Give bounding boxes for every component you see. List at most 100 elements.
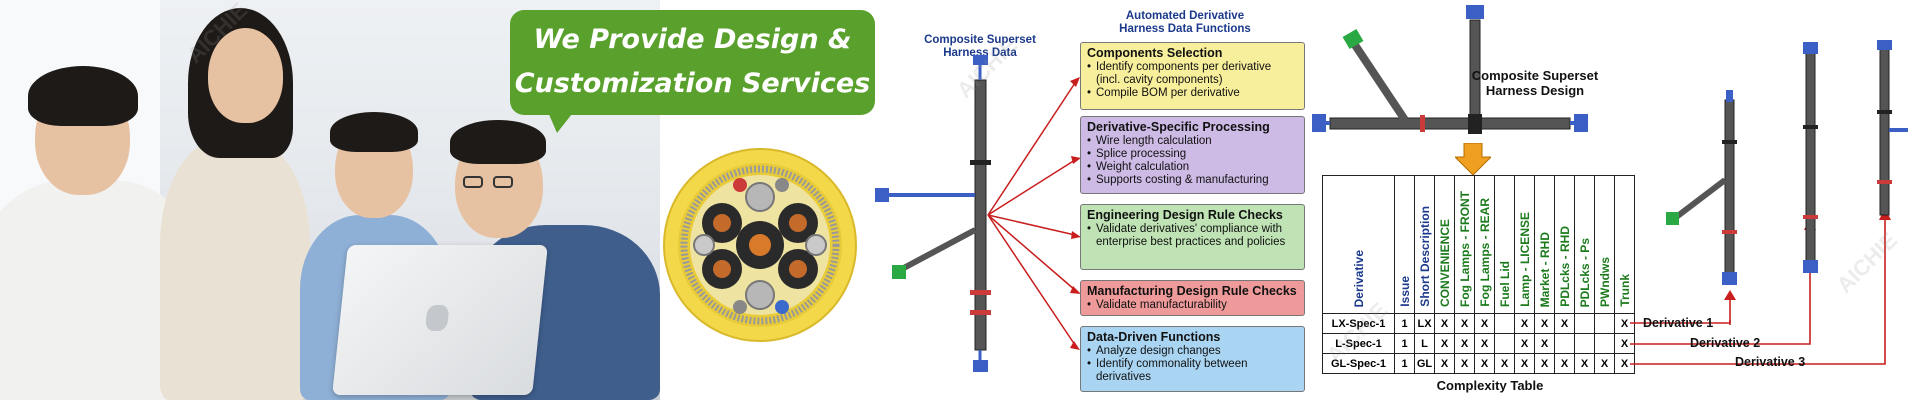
table-cell [1594,313,1615,334]
banner-line-1: We Provide Design & [533,24,852,55]
header-fog-rear: Fog Lamps - REAR [1477,198,1492,307]
banner-bubble [510,10,875,115]
table-cell: X [1474,313,1495,334]
table-cell: X [1454,313,1475,334]
table-cell: X [1514,333,1535,354]
table-cell: 1 [1394,313,1415,334]
box-item: Identify commonality between derivatives [1087,358,1298,384]
table-header: Lamp - LICENSE [1514,175,1535,314]
table-cell: X [1434,333,1455,354]
banner-line-2: Customization Services [514,68,871,99]
table-header: PWndws [1594,175,1615,314]
table-cell: X [1554,313,1575,334]
derivative-label-2: Derivative 2 [1690,336,1761,350]
banner-bubble-tail [545,105,579,133]
header-derivative: Derivative [1351,249,1366,307]
table-cell: X [1474,353,1495,374]
table-cell: X [1514,353,1535,374]
box-item: Splice processing [1087,148,1298,161]
box-engineering-rule-checks: Engineering Design Rule Checks Validate … [1080,204,1305,270]
harness-design-drawing [1312,5,1588,134]
table-cell: X [1574,353,1595,374]
functions-title: Automated Derivative Harness Data Functi… [1119,10,1251,35]
table-cell: X [1474,333,1495,354]
header-pdlcks-rhd: PDLcks - RHD [1557,226,1572,307]
table-row: L-Spec-1 1 L X X X X X X [1322,333,1635,354]
box-derivative-processing: Derivative-Specific Processing Wire leng… [1080,116,1305,194]
laptop-logo [424,305,450,331]
table-cell: L [1414,333,1435,354]
table-cell: X [1554,353,1575,374]
header-market-rhd: Market - RHD [1537,231,1552,307]
table-cell: L-Spec-1 [1322,333,1395,354]
banner-text: We Provide Design & Customization Servic… [510,18,875,106]
box-item: Validate manufacturability [1087,299,1298,312]
box-item: Compile BOM per derivative [1087,87,1298,100]
table-cell: 1 [1394,353,1415,374]
box-item: Analyze design changes [1087,345,1298,358]
box-components-selection: Components Selection Identify components… [1080,42,1305,110]
box-item: Weight calculation [1087,161,1298,174]
header-pwndws: PWndws [1597,257,1612,307]
table-cell: GL-Spec-1 [1322,353,1395,374]
derivative-label-1: Derivative 1 [1643,316,1714,330]
derivative-connectors [1630,40,1908,365]
box-title: Derivative-Specific Processing [1087,120,1270,134]
box-item: Validate derivatives' compliance with en… [1087,223,1298,249]
table-cell: X [1454,333,1475,354]
down-arrow-icon [1455,143,1491,175]
table-cell: X [1534,313,1555,334]
box-item: Wire length calculation [1087,135,1298,148]
table-header: Derivative [1322,175,1395,314]
table-header: PDLcks - Ps [1574,175,1595,314]
complexity-table: Derivative Issue Short Description CONVE… [1322,175,1635,374]
table-header: CONVENIENCE [1434,175,1455,314]
header-lamp-license: Lamp - LICENSE [1517,212,1532,307]
box-item: Supports costing & manufacturing [1087,174,1298,187]
table-header: Fog Lamps - REAR [1474,175,1495,314]
table-cell [1494,333,1515,354]
table-cell: X [1514,313,1535,334]
table-header: Market - RHD [1534,175,1555,314]
box-title: Data-Driven Functions [1087,330,1221,344]
complexity-table-caption: Complexity Table [1436,378,1544,393]
table-header: Short Description [1414,175,1435,314]
header-fog-front: Fog Lamps - FRONT [1457,191,1472,307]
header-convenience: CONVENIENCE [1437,218,1452,307]
table-header: PDLcks - RHD [1554,175,1575,314]
table-cell: X [1494,353,1515,374]
laptop [332,245,548,395]
table-cell: GL [1414,353,1435,374]
box-title: Components Selection [1087,46,1223,60]
table-header: Fog Lamps - FRONT [1454,175,1475,314]
table-cell [1594,333,1615,354]
table-header: Fuel Lid [1494,175,1515,314]
box-manufacturing-rule-checks: Manufacturing Design Rule Checks Validat… [1080,280,1305,316]
table-cell [1494,313,1515,334]
box-data-driven-functions: Data-Driven Functions Analyze design cha… [1080,326,1305,392]
table-cell: X [1454,353,1475,374]
header-pdlcks-ps: PDLcks - Ps [1577,237,1592,307]
table-row: GL-Spec-1 1 GL X X X X X X X X X X [1322,353,1635,374]
table-header: Issue [1394,175,1415,314]
table-header-row: Derivative Issue Short Description CONVE… [1322,175,1635,314]
table-cell: 1 [1394,333,1415,354]
header-issue: Issue [1397,276,1412,307]
header-short-description: Short Description [1417,206,1432,307]
table-cell: LX [1414,313,1435,334]
table-cell: X [1534,333,1555,354]
table-cell [1574,333,1595,354]
table-cell [1554,333,1575,354]
cable-cross-section [663,148,857,342]
table-cell: X [1434,313,1455,334]
composite-data-label: Composite Superset Harness Data [924,34,1036,59]
header-fuel-lid: Fuel Lid [1497,261,1512,307]
composite-harness-drawing [875,55,1081,372]
table-cell: X [1594,353,1615,374]
box-title: Engineering Design Rule Checks [1087,208,1283,222]
harness-composite-label: Composite Superset Harness Design [1471,68,1599,98]
table-cell [1574,313,1595,334]
derivative-label-3: Derivative 3 [1735,355,1806,369]
table-cell: X [1434,353,1455,374]
box-item: Identify components per derivative (incl… [1087,61,1298,87]
